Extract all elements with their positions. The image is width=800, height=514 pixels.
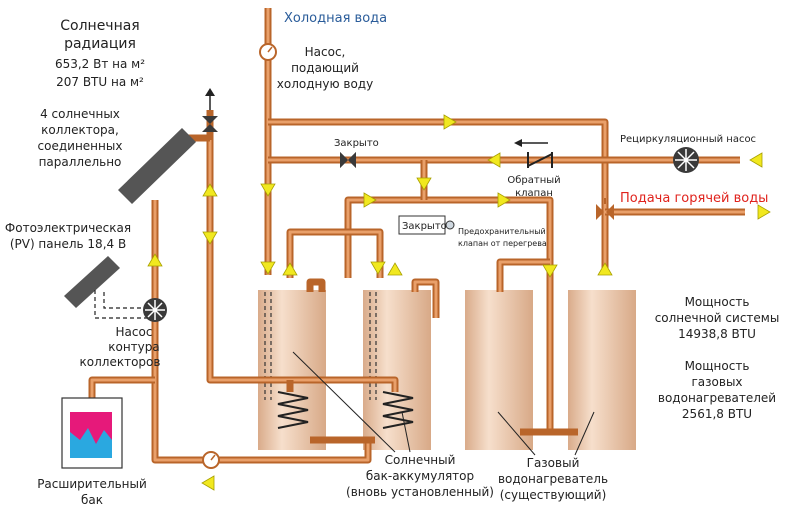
hot-water-label: Подача горячей воды [620,191,768,206]
collector-pump-line-2: контура [108,340,160,354]
flow-arrow-left [487,152,501,168]
check-valve-line-2: клапан [515,188,553,199]
flow-arrow-left [201,475,215,491]
cold-pump-line-1: Насос, [305,45,346,59]
solar-power-label: Мощность солнечной системы 14938,8 BTU [655,295,780,341]
flow-arrow-up [387,262,403,276]
flow-arrow-up [282,262,298,276]
expansion-line-1: Расширительный [37,477,147,491]
collector-pump-icon [143,298,167,322]
check-valve-label: Обратный клапан [507,175,560,199]
flow-arrow-down [370,261,386,275]
flow-arrow-up [597,262,613,276]
solar-radiation-watts: 653,2 Вт на м² [55,57,145,71]
gas-heater-label: Газовый водонагреватель (существующий) [498,456,608,502]
check-valve-line-1: Обратный [507,175,560,186]
pv-wiring [94,290,150,319]
gas-power-line-2: газовых [691,375,742,389]
solar-radiation-title-2: радиация [64,36,136,52]
flow-arrow-right [363,192,377,208]
solar-radiation-title: Солнечная [60,18,139,34]
expansion-tank [61,397,123,469]
solar-tank-label: Солнечный бак-аккумулятор (вновь установ… [346,453,494,499]
cold-water-pump-gauge-icon [259,43,277,61]
heat-exchanger-coil-1 [277,391,309,429]
flow-arrow-down [260,261,276,275]
solar-tank-line-2: бак-аккумулятор [366,469,474,483]
vent-valve-icon [202,116,218,132]
return-line-gauge-icon [202,451,220,469]
flow-arrow-right [443,114,457,130]
cold-pump-line-3: холодную воду [277,77,373,91]
gas-heater-tank-1 [465,290,533,450]
flow-arrow-right [497,192,511,208]
flow-arrow-up [202,183,218,197]
collectors-label: 4 солнечных коллектора, соединенных пара… [38,107,123,169]
pv-line-1: Фотоэлектрическая [5,221,131,235]
solar-tank-line-3: (вновь установленный) [346,485,494,499]
relief-valve-icon [445,220,455,230]
relief-valve-line-2: клапан от перегрева [458,239,547,248]
gas-power-label: Мощность газовых водонагревателей 2561,8… [658,359,776,421]
collectors-line-2: коллектора, [41,123,119,137]
collectors-line-3: соединенных [38,139,123,153]
gas-heater-line-1: Газовый [527,456,580,470]
solar-collector-panel [118,128,196,204]
flow-arrow-up [147,253,163,267]
collector-pump-line-3: коллекторов [80,355,161,369]
gas-power-line-1: Мощность [685,359,750,373]
leader-lines [292,351,595,456]
expansion-line-2: бак [81,493,103,507]
gas-heater-line-3: (существующий) [500,488,607,502]
dip-tubes [264,292,377,400]
solar-power-line-2: солнечной системы [655,311,780,325]
solar-power-line-1: Мощность [685,295,750,309]
flow-arrows [147,114,771,491]
vent-up-arrow-icon [205,88,215,110]
cold-water-label: Холодная вода [284,11,387,26]
collectors-line-4: параллельно [39,155,122,169]
flow-arrow-down [542,264,558,278]
relief-valve-line-1: Предохранительный [458,227,546,236]
hot-water-valve-icon [596,198,614,220]
gas-power-line-3: водонагревателей [658,391,776,405]
collectors-line-1: 4 солнечных [40,107,120,121]
solar-storage-tank-2 [363,290,431,450]
recirculation-pump-label: Рециркуляционный насос [620,134,756,145]
heat-exchanger-coil-2 [382,391,414,429]
closed-box [398,215,446,235]
closed-box-label: Закрыто [402,221,447,232]
relief-valve-label: Предохранительный клапан от перегрева [458,227,547,248]
closed-valve-label: Закрыто [334,138,379,149]
gas-heater-line-2: водонагреватель [498,472,608,486]
flow-arrow-down [202,231,218,245]
solar-radiation-label: Солнечная радиация 653,2 Вт на м² 207 BT… [55,18,145,89]
pv-panel [64,256,120,308]
expansion-tank-label: Расширительный бак [37,477,147,507]
closed-valve-icon [340,152,356,168]
pv-label: Фотоэлектрическая (PV) панель 18,4 В [5,221,131,251]
cold-water-pump-label: Насос, подающий холодную воду [277,45,373,91]
solar-storage-tank-1 [258,290,326,450]
check-valve-direction-arrow-icon [514,139,548,147]
solar-tank-line-1: Солнечный [385,453,456,467]
check-valve-icon [527,152,553,168]
cold-pump-line-2: подающий [291,61,359,75]
flow-arrow-left [749,152,763,168]
flow-arrow-right [757,204,771,220]
gas-power-line-4: 2561,8 BTU [682,407,752,421]
recirculation-pump-icon [673,147,699,173]
solar-radiation-btu: 207 BTU на м² [56,75,144,89]
collector-pump-label: Насос контура коллекторов [80,325,161,369]
flow-arrow-down [260,183,276,197]
collector-pump-line-1: Насос [116,325,153,339]
gas-heater-tank-2 [568,290,636,450]
pv-line-2: (PV) панель 18,4 В [10,237,126,251]
solar-power-line-3: 14938,8 BTU [678,327,756,341]
flow-arrow-down [416,177,432,191]
